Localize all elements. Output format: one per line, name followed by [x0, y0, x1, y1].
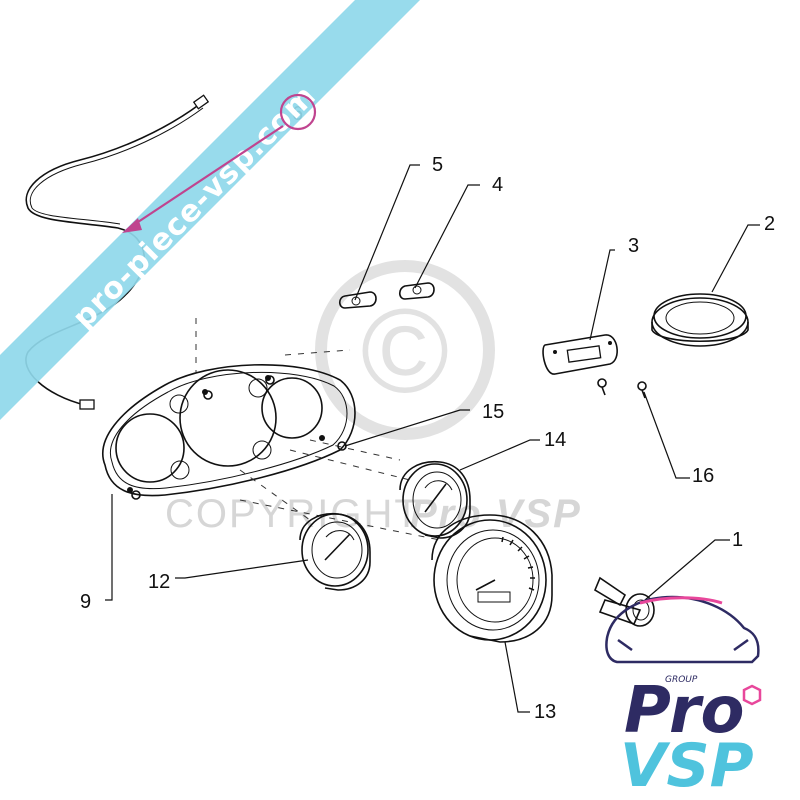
callout-14: 14 [544, 429, 566, 451]
copyright-watermark: © COPYRIGHT Pro VSP [165, 260, 582, 536]
callout-15: 15 [482, 401, 504, 423]
assembly-lines [195, 318, 441, 541]
part-14-small-gauge [399, 461, 471, 539]
callout-12: 12 [148, 571, 170, 593]
copyright-text: COPYRIGHT [165, 492, 421, 536]
callout-16: 16 [692, 465, 714, 487]
callout-9: 9 [80, 591, 91, 613]
part-3-warning-panel [542, 334, 618, 375]
part-12-small-gauge [299, 513, 371, 591]
part-13-speedometer [431, 514, 553, 643]
part-15-screws [131, 375, 347, 500]
callout-5: 5 [432, 154, 443, 176]
leader-lines [105, 164, 760, 713]
part-4-bulb-holder [398, 282, 435, 300]
part-9-cluster-housing [102, 364, 356, 497]
pro-vsp-logo: GROUP Pro VSP [605, 595, 762, 800]
callout-6-highlight [122, 93, 317, 233]
part-2-bezel-ring [651, 293, 749, 347]
callout-13: 13 [534, 701, 556, 723]
logo-group-text: GROUP [665, 675, 698, 685]
logo-vsp-text: VSP [620, 731, 754, 800]
part-16-screws [597, 378, 647, 399]
copyright-brand: Pro VSP [410, 492, 582, 536]
logo-pro-text: Pro [624, 674, 744, 748]
copyright-symbol: © [361, 284, 449, 418]
callout-1: 1 [732, 529, 743, 551]
callout-3: 3 [628, 235, 639, 257]
callout-2: 2 [764, 213, 775, 235]
callout-4: 4 [492, 174, 503, 196]
banner-text: pro-piece-vsp.com [66, 78, 323, 335]
